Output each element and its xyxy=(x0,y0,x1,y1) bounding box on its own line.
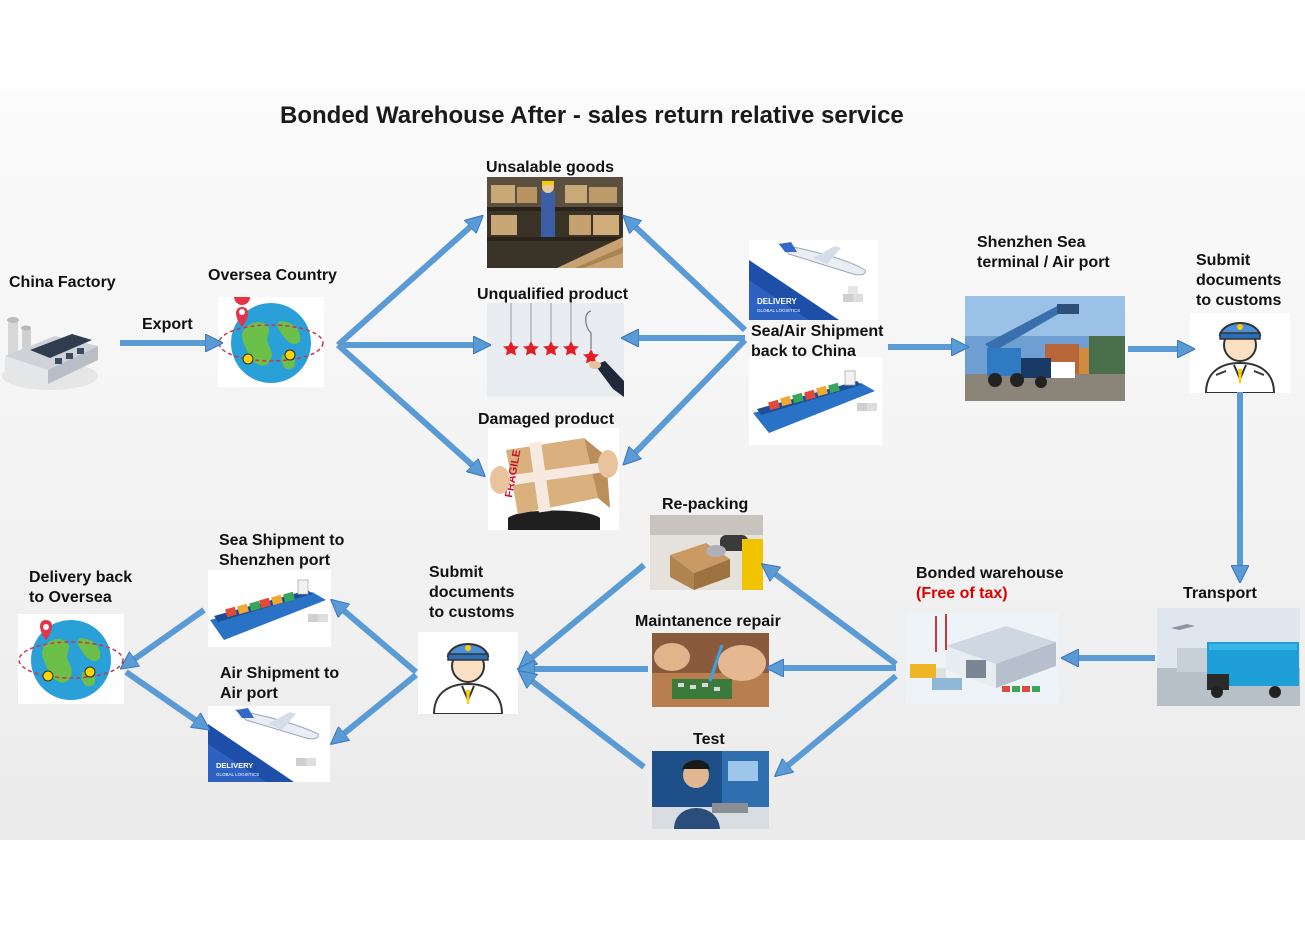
transport-truck-photo xyxy=(1157,608,1300,706)
arrow-to-unsalable xyxy=(336,220,478,348)
arrow-to-damaged xyxy=(336,342,480,472)
cargo-ship-photo-bottom xyxy=(208,570,331,647)
label-bonded-warehouse: Bonded warehouse (Free of tax) xyxy=(916,564,1064,604)
air-delivery-photo-top: DELIVERY GLOBAL LOGISTICS xyxy=(749,240,878,320)
label-shenzhen-terminal-line1: Shenzhen Sea xyxy=(977,234,1086,251)
arrow-sea-to-globe xyxy=(126,607,206,665)
arrow-customs-to-air xyxy=(336,672,418,740)
arrow-globe-to-air xyxy=(124,669,204,726)
label-submit-docs-top-line2: documents xyxy=(1196,272,1282,289)
label-re-packing: Re-packing xyxy=(662,496,749,513)
label-unqualified-product: Unqualified product xyxy=(477,286,629,303)
label-maintenance-repair: Maintanence repair xyxy=(635,613,781,630)
arrow-test-to-customs xyxy=(524,675,646,770)
label-unsalable-goods: Unsalable goods xyxy=(486,159,615,176)
globe-icon xyxy=(218,297,324,387)
delivery-brand-text: DELIVERY xyxy=(757,297,797,306)
label-free-of-tax: (Free of tax) xyxy=(916,585,1008,602)
label-sea-shipment-shenzhen: Sea Shipment to Shenzhen port xyxy=(219,531,344,571)
delivery-sub-text: GLOBAL LOGISTICS xyxy=(757,308,800,313)
air-delivery-photo-bottom: DELIVERY GLOBAL LOGISTICS xyxy=(208,706,330,782)
unqualified-product-photo xyxy=(487,303,624,397)
maintenance-repair-photo xyxy=(652,633,769,707)
label-delivery-back-line1: Delivery back xyxy=(29,569,133,586)
label-damaged-product: Damaged product xyxy=(478,411,615,428)
label-sea-shipment-shenzhen-line1: Sea Shipment to xyxy=(219,532,345,549)
label-bonded-warehouse-line1: Bonded warehouse xyxy=(916,565,1064,582)
customs-officer-icon-bottom xyxy=(418,632,518,714)
damaged-product-photo: FRAGILE xyxy=(488,428,619,530)
label-submit-docs-bottom-line3: to customs xyxy=(429,604,515,621)
label-shenzhen-terminal: Shenzhen Sea terminal / Air port xyxy=(977,233,1110,273)
label-air-shipment: Air Shipment to Air port xyxy=(220,664,339,704)
arrow-repacking-to-customs xyxy=(524,562,646,664)
label-export: Export xyxy=(142,316,193,333)
label-sea-air-shipment-line2: back to China xyxy=(751,343,856,360)
label-delivery-back-line2: to Oversea xyxy=(29,589,112,606)
arrow-from-shipment-dmg xyxy=(628,337,748,460)
label-air-shipment-line2: Air port xyxy=(220,685,278,702)
label-submit-docs-bottom: Submit documents to customs xyxy=(429,563,514,623)
label-sea-shipment-shenzhen-line2: Shenzhen port xyxy=(219,552,331,569)
bonded-warehouse-illustration xyxy=(906,612,1059,704)
globe-icon-bottom xyxy=(18,614,124,704)
label-submit-docs-top-line1: Submit xyxy=(1196,252,1251,269)
label-delivery-back: Delivery back to Oversea xyxy=(29,568,132,608)
label-shenzhen-terminal-line2: terminal / Air port xyxy=(977,254,1110,271)
factory-icon xyxy=(0,298,100,393)
label-submit-docs-bottom-line2: documents xyxy=(429,584,515,601)
arrow-bonded-to-repacking xyxy=(767,568,898,667)
shenzhen-terminal-photo xyxy=(965,296,1125,401)
test-photo xyxy=(652,751,769,829)
label-sea-air-shipment-line1: Sea/Air Shipment xyxy=(751,323,884,340)
unsalable-goods-photo xyxy=(487,177,623,268)
label-submit-docs-bottom-line1: Submit xyxy=(429,564,484,581)
re-packing-photo xyxy=(650,515,763,590)
delivery-sub-text-bottom: GLOBAL LOGISTICS xyxy=(216,772,259,777)
label-test: Test xyxy=(693,731,725,748)
label-china-factory: China Factory xyxy=(9,274,116,291)
diagram-title: Bonded Warehouse After - sales return re… xyxy=(280,102,904,129)
label-sea-air-shipment: Sea/Air Shipment back to China xyxy=(751,322,883,362)
label-submit-docs-top: Submit documents to customs xyxy=(1196,251,1281,311)
label-oversea-country: Oversea Country xyxy=(208,267,337,284)
label-transport: Transport xyxy=(1183,585,1257,602)
arrow-from-shipment-unsal xyxy=(628,220,748,333)
arrow-customs-to-sea xyxy=(336,604,418,675)
customs-officer-icon-top xyxy=(1190,313,1290,393)
cargo-ship-photo-top xyxy=(749,357,882,445)
label-air-shipment-line1: Air Shipment to xyxy=(220,665,340,682)
arrow-bonded-to-test xyxy=(780,673,898,772)
label-submit-docs-top-line3: to customs xyxy=(1196,292,1282,309)
delivery-brand-text-bottom: DELIVERY xyxy=(216,761,253,770)
